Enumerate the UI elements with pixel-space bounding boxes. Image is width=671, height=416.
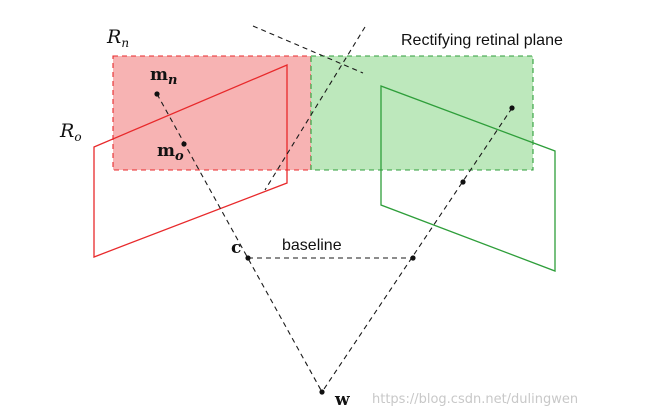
watermark-text: https://blog.csdn.net/dulingwen [372, 392, 578, 407]
rectified-plane-right [310, 55, 534, 171]
original-plane-left [93, 64, 288, 258]
point-right-mn [509, 105, 515, 111]
point-mn [154, 91, 160, 97]
label-baseline: baseline [282, 237, 342, 254]
point-mo [181, 141, 187, 147]
rectified-plane-left [112, 55, 312, 171]
label-mo: mo [157, 141, 184, 164]
label-rectifying-plane: Rectifying retinal plane [401, 32, 563, 49]
label-ro: Ro [59, 120, 82, 144]
point-right-baseline [410, 255, 416, 261]
point-c [245, 255, 251, 261]
point-w [319, 389, 325, 395]
plane-intersection-line-b [264, 26, 366, 191]
original-plane-right [380, 85, 556, 272]
optical-ray-right [321, 107, 513, 393]
label-mn: mn [150, 65, 177, 88]
label-w: w [334, 390, 350, 410]
plane-intersection-line-a [252, 25, 364, 74]
label-c: c [231, 238, 241, 258]
point-right-mo [460, 179, 466, 185]
label-rn: Rn [106, 26, 129, 50]
